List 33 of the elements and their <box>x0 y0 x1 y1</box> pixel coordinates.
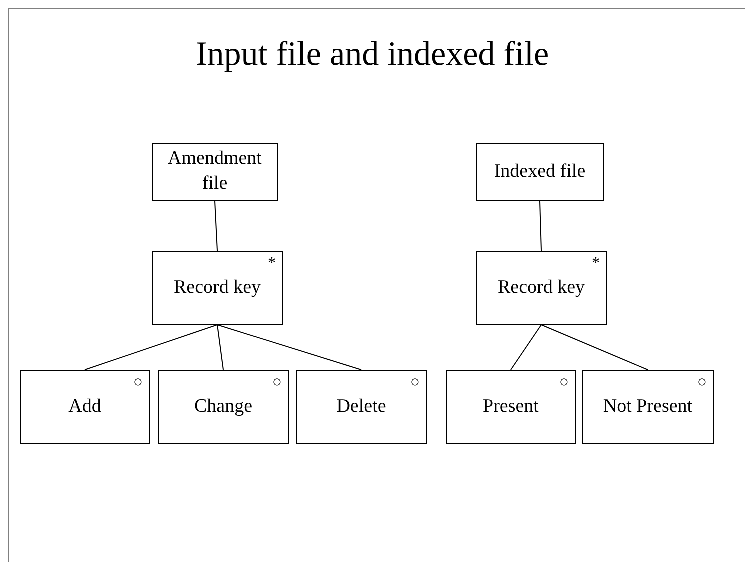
box-label: Record key <box>172 276 262 300</box>
box-label: Present <box>482 394 540 419</box>
connector-line <box>540 200 542 252</box>
corner-mark: * <box>268 256 276 272</box>
corner-mark: ○ <box>410 375 420 391</box>
connector-line <box>217 324 362 370</box>
connector-line <box>541 324 648 370</box>
connector-line <box>217 324 224 370</box>
structure-box <box>296 370 427 444</box>
structure-box <box>152 143 278 201</box>
structure-box <box>476 143 604 201</box>
box-label: Delete <box>336 394 388 419</box>
corner-mark: ○ <box>272 375 282 391</box>
title: Input file and indexed file <box>196 35 550 75</box>
box-label: Change <box>193 394 254 419</box>
structure-box <box>476 251 607 325</box>
structure-box <box>152 251 283 325</box>
structure-box <box>446 370 576 444</box>
box-label: Indexed file <box>493 160 587 184</box>
corner-mark: ○ <box>559 375 569 391</box>
box-label: Record key <box>496 276 586 300</box>
structure-box <box>582 370 714 444</box>
connector-line <box>214 200 218 252</box>
box-label: Not Present <box>602 394 694 419</box>
corner-mark: ○ <box>697 375 707 391</box>
connector-line <box>84 324 218 370</box>
connector-line <box>510 324 542 370</box>
box-label: Amendment file <box>167 147 263 196</box>
structure-box <box>158 370 289 444</box>
box-label: Add <box>68 394 102 419</box>
corner-mark: * <box>592 256 600 272</box>
corner-mark: ○ <box>133 375 143 391</box>
structure-box <box>20 370 150 444</box>
